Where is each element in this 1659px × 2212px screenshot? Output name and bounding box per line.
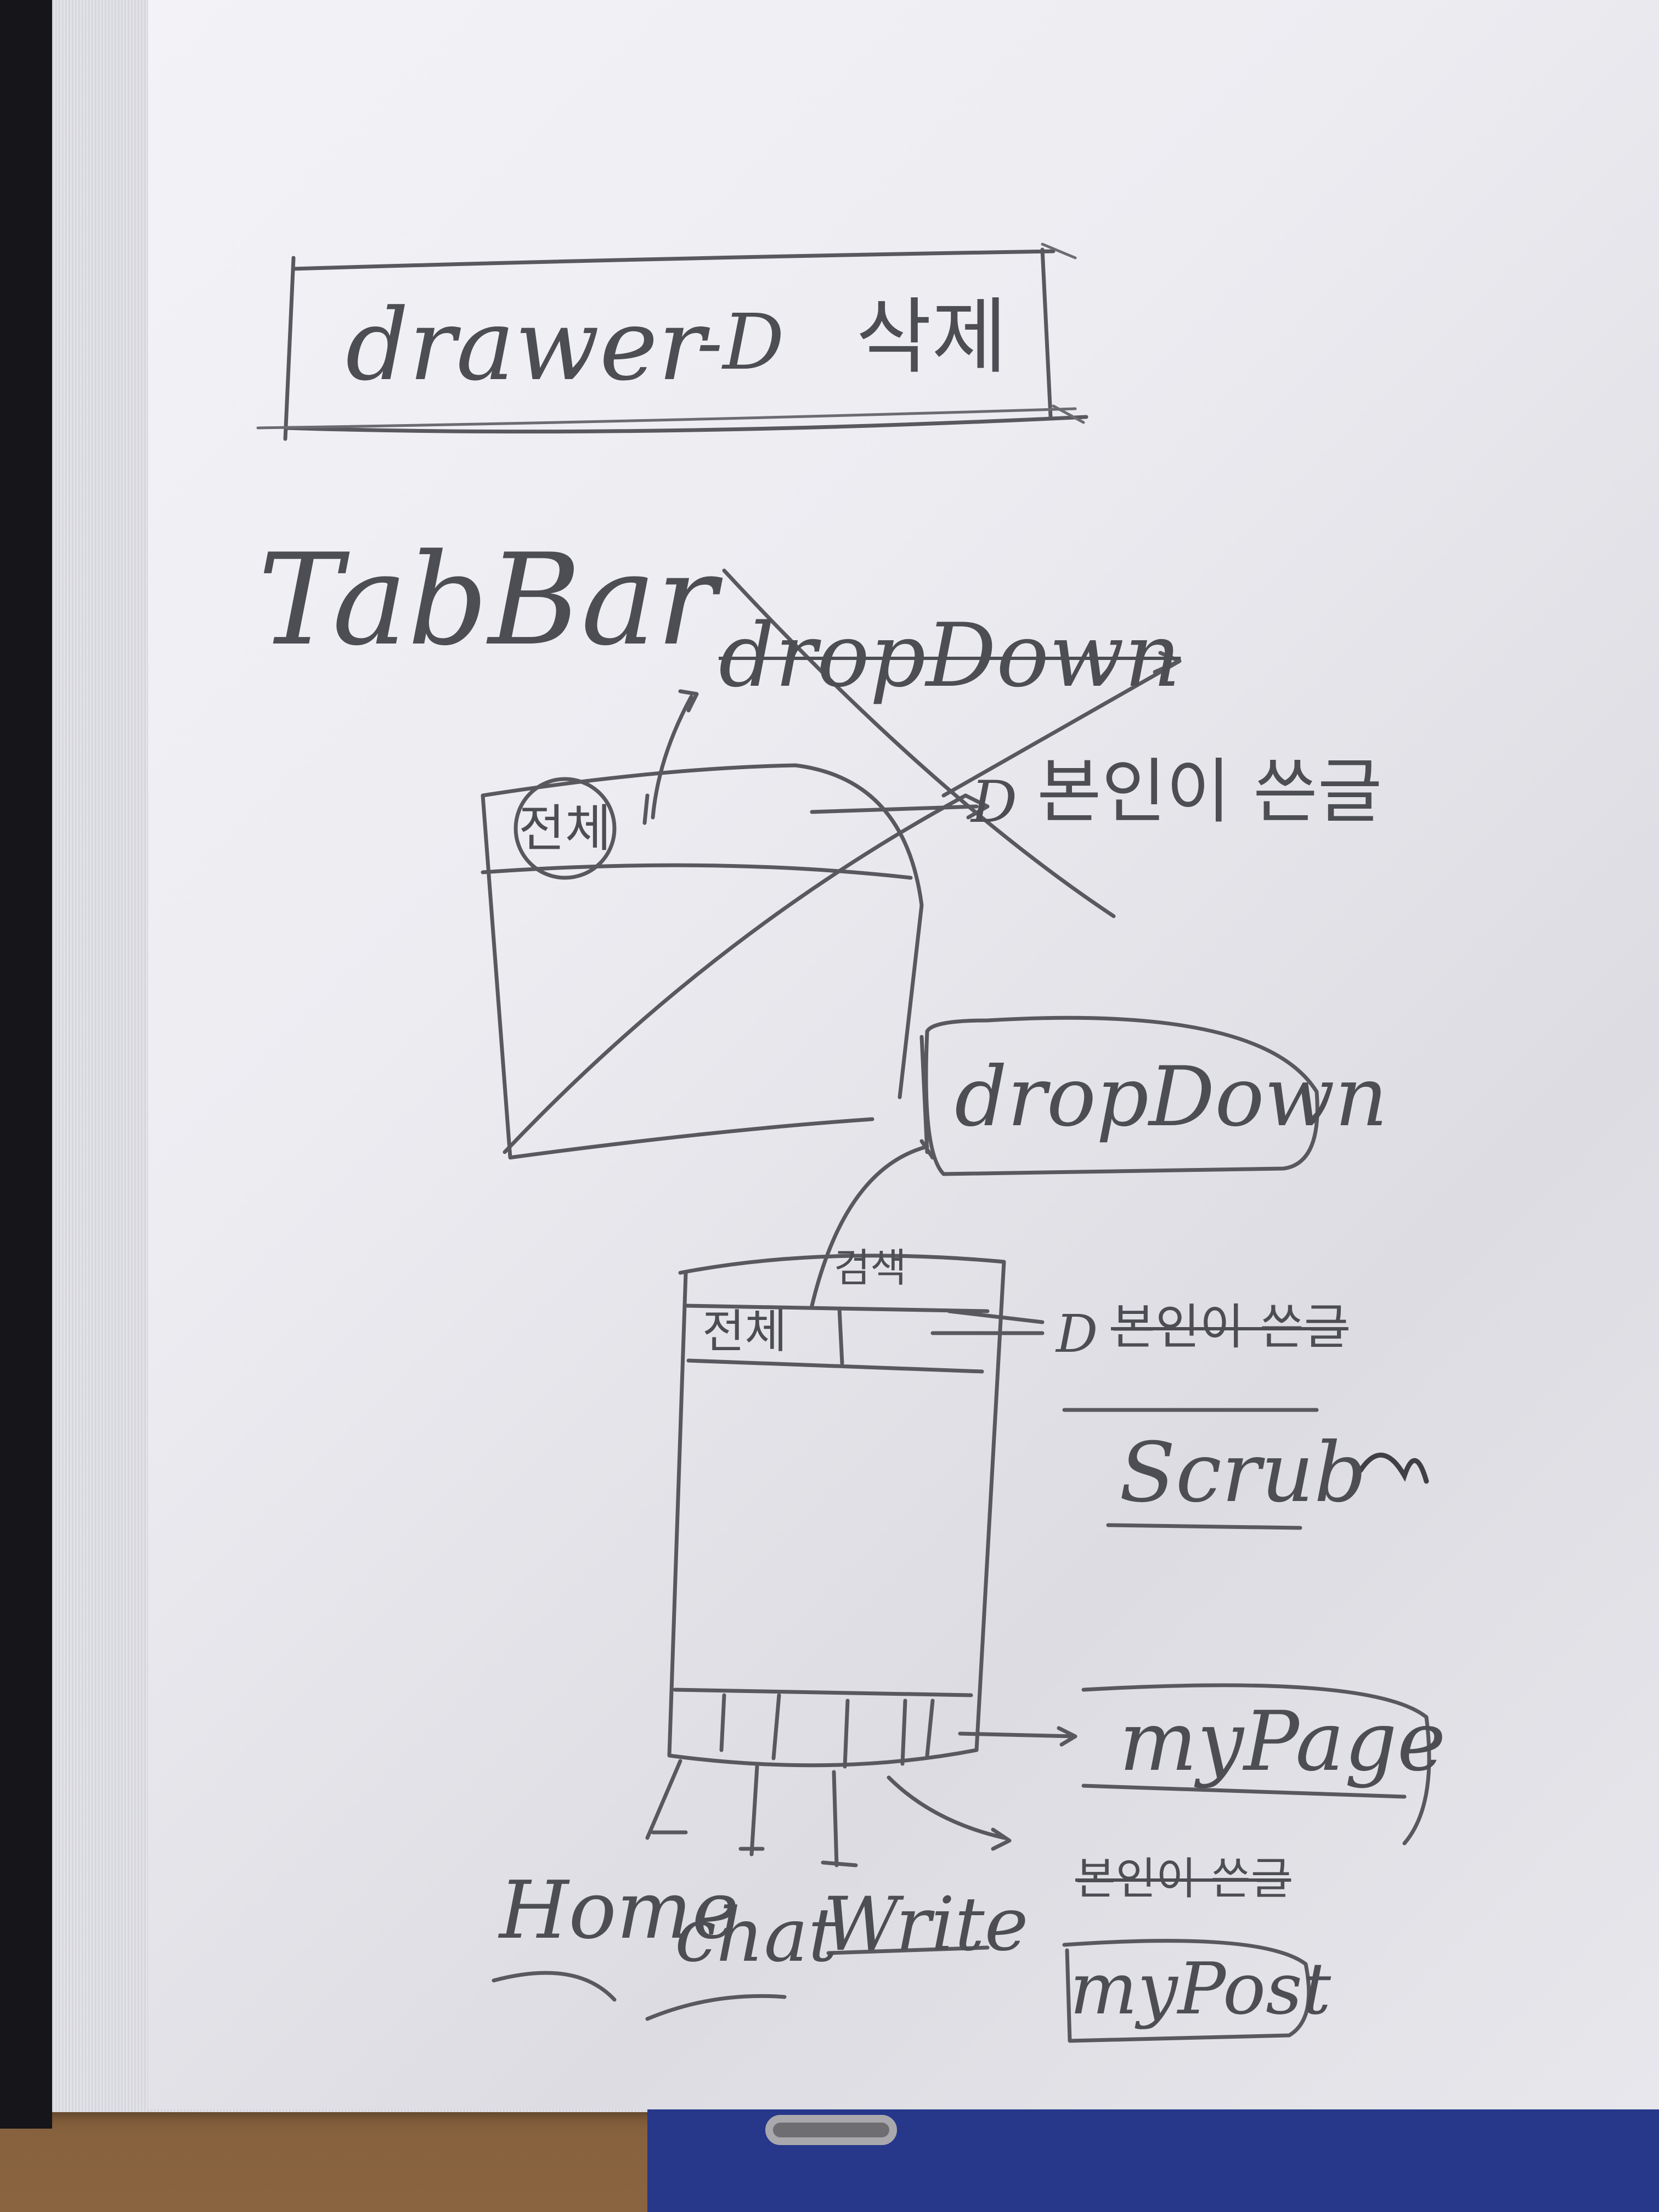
dropdown-label: dropDown bbox=[955, 1049, 1388, 1145]
mypage-label: myPage bbox=[1119, 1694, 1446, 1790]
drawer-label: drawer bbox=[346, 288, 706, 403]
tabbar-all-tab: 전체 bbox=[518, 799, 612, 858]
dropdown-bubble bbox=[810, 1015, 1319, 1308]
binder-clip bbox=[765, 2115, 897, 2145]
tabbar-phone-sketch bbox=[481, 568, 1182, 1160]
drawer-arrow-label: -D bbox=[697, 298, 785, 387]
self-written-crossed: 본인이 쓴글 bbox=[1111, 1299, 1348, 1355]
mypost-label: myPost bbox=[1070, 1947, 1331, 2030]
tab-chat-label: chat bbox=[675, 1892, 838, 1978]
tabbar-arrow: D bbox=[971, 769, 1018, 836]
drawer-delete-label: 삭제 bbox=[856, 290, 1008, 385]
self-written-crossed-2: 본인이 쓴글 bbox=[1075, 1853, 1291, 1904]
tabbar-dropdown-crossed: dropDown bbox=[719, 604, 1181, 707]
tabbar-title: TabBar bbox=[258, 527, 716, 674]
tab-home-label: Home bbox=[499, 1864, 740, 1957]
tabbar-self-written: 본인이 쓴글 bbox=[1037, 751, 1383, 833]
search-label: 검색 bbox=[834, 1245, 907, 1291]
binder-edge bbox=[0, 0, 52, 2129]
tab-write-label: Write bbox=[823, 1881, 1029, 1967]
main-all-tab: 전체 bbox=[702, 1305, 787, 1358]
drawer-box bbox=[256, 242, 1088, 441]
main-arrow: D bbox=[1056, 1304, 1098, 1364]
main-phone-sketch bbox=[492, 1254, 1431, 2043]
scrub-label: Scrub bbox=[1119, 1425, 1367, 1521]
